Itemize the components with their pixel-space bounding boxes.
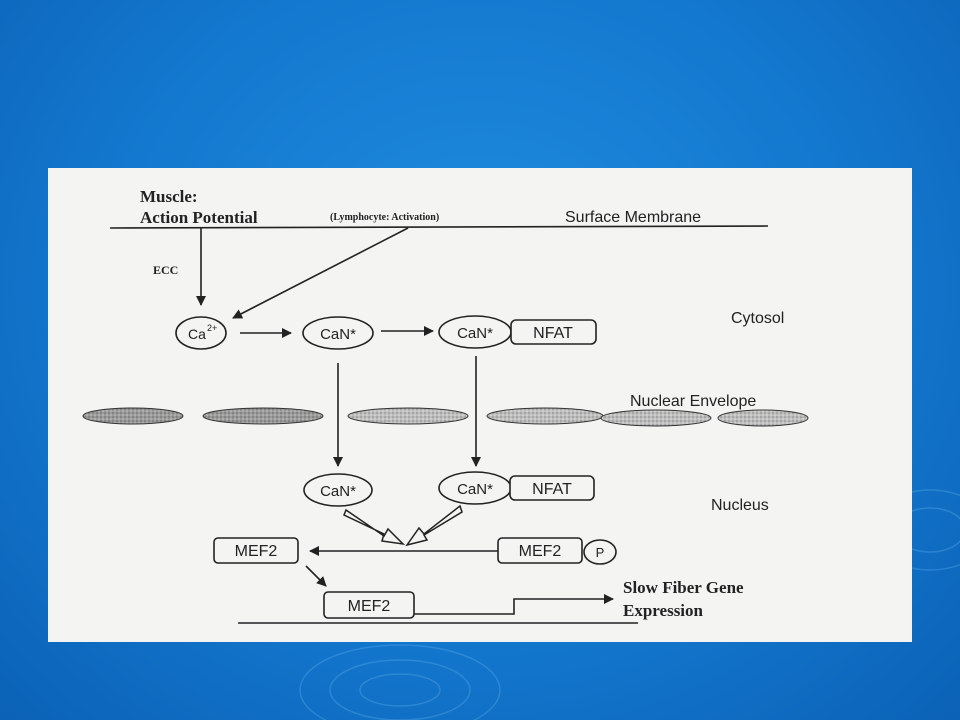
transcription-arrow bbox=[414, 594, 614, 615]
lymphocyte-arrow bbox=[232, 227, 409, 319]
can-nucleus-label: CaN* bbox=[320, 483, 356, 500]
mef2-promoter-label: MEF2 bbox=[348, 598, 391, 615]
mef2-active-label: MEF2 bbox=[235, 543, 278, 560]
can-complex-cytosol-label: CaN* bbox=[457, 325, 493, 342]
pathway-diagram: Muscle: Action Potential (Lymphocyte: Ac… bbox=[48, 168, 912, 642]
can-cytosol-label: CaN* bbox=[320, 326, 356, 343]
lymphocyte-label: (Lymphocyte: Activation) bbox=[330, 212, 439, 223]
diagram-canvas: Muscle: Action Potential (Lymphocyte: Ac… bbox=[82, 187, 809, 624]
surface-membrane-line bbox=[109, 225, 769, 229]
phosphate-label: P bbox=[596, 545, 605, 560]
nfat-nucleus-box bbox=[509, 475, 595, 501]
nucleus-label: Nucleus bbox=[711, 497, 769, 514]
nuclear-envelope-label: Nuclear Envelope bbox=[630, 393, 756, 410]
calcium-label: Ca bbox=[188, 326, 206, 342]
phosphate-group bbox=[583, 539, 617, 565]
nfat-cytosol-label: NFAT bbox=[533, 325, 573, 342]
mef2-phosphorylated-node: MEF2 P bbox=[497, 537, 617, 565]
can-complex-nucleus-label: CaN* bbox=[457, 481, 493, 498]
can-nfat-cytosol-complex: CaN* NFAT bbox=[438, 315, 597, 349]
can-cytosol-node: CaN* bbox=[302, 316, 374, 350]
can-nfat-nucleus-complex: CaN* NFAT bbox=[438, 471, 595, 505]
nfat-cytosol-box bbox=[510, 319, 597, 345]
muscle-label: Muscle: bbox=[140, 187, 198, 206]
complex-hollow-arrow bbox=[405, 504, 463, 547]
gene-expression-line1: Slow Fiber Gene bbox=[623, 578, 744, 597]
can-hollow-arrow bbox=[343, 508, 406, 546]
mef2-promoter-node: MEF2 bbox=[323, 591, 415, 619]
cytosol-label: Cytosol bbox=[731, 310, 784, 327]
nuclear-envelope bbox=[82, 407, 809, 427]
can-nucleus-node: CaN* bbox=[303, 473, 373, 507]
gene-expression-line2: Expression bbox=[623, 601, 704, 620]
mef2-active-node: MEF2 bbox=[213, 537, 299, 564]
mef2-phosphorylated-label: MEF2 bbox=[519, 543, 562, 560]
surface-membrane-label: Surface Membrane bbox=[565, 209, 701, 226]
calcium-node: Ca 2+ bbox=[175, 316, 227, 350]
calcium-charge: 2+ bbox=[207, 323, 217, 333]
nfat-nucleus-label: NFAT bbox=[532, 481, 572, 498]
ecc-label: ECC bbox=[153, 263, 178, 277]
mef2-to-promoter-arrow bbox=[305, 565, 327, 587]
action-potential-label: Action Potential bbox=[140, 208, 258, 227]
